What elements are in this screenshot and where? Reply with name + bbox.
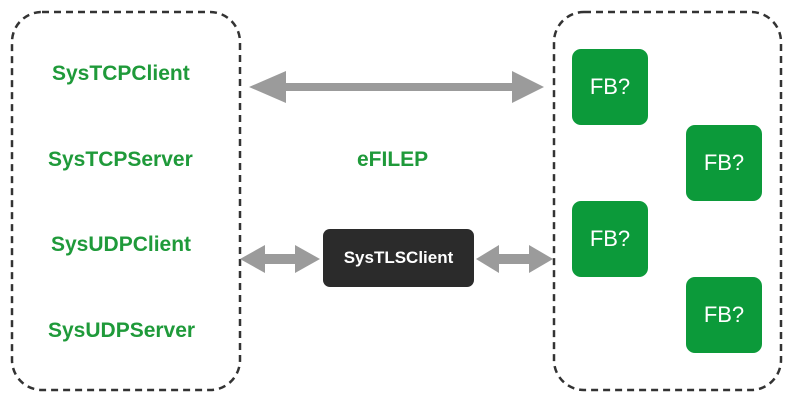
left-group-border — [10, 10, 242, 392]
tls-client-box: SysTLSClient — [323, 229, 474, 287]
fb-block-4: FB? — [686, 277, 762, 353]
left-item-sysudpclient: SysUDPClient — [51, 233, 192, 256]
left-item-systcpclient: SysTCPClient — [52, 62, 190, 85]
left-item-sysudpserver: SysUDPServer — [48, 319, 196, 342]
left-tls-double-arrow — [240, 245, 320, 273]
fb-block-3: FB? — [572, 201, 648, 277]
fb-block-2: FB? — [686, 125, 762, 201]
fb-block-1: FB? — [572, 49, 648, 125]
protocol-label: eFILEP — [357, 148, 429, 171]
left-item-systcpserver: SysTCPServer — [48, 148, 193, 171]
right-group-border — [552, 10, 783, 392]
tcp-double-arrow — [249, 71, 544, 103]
right-tls-double-arrow — [476, 245, 553, 273]
